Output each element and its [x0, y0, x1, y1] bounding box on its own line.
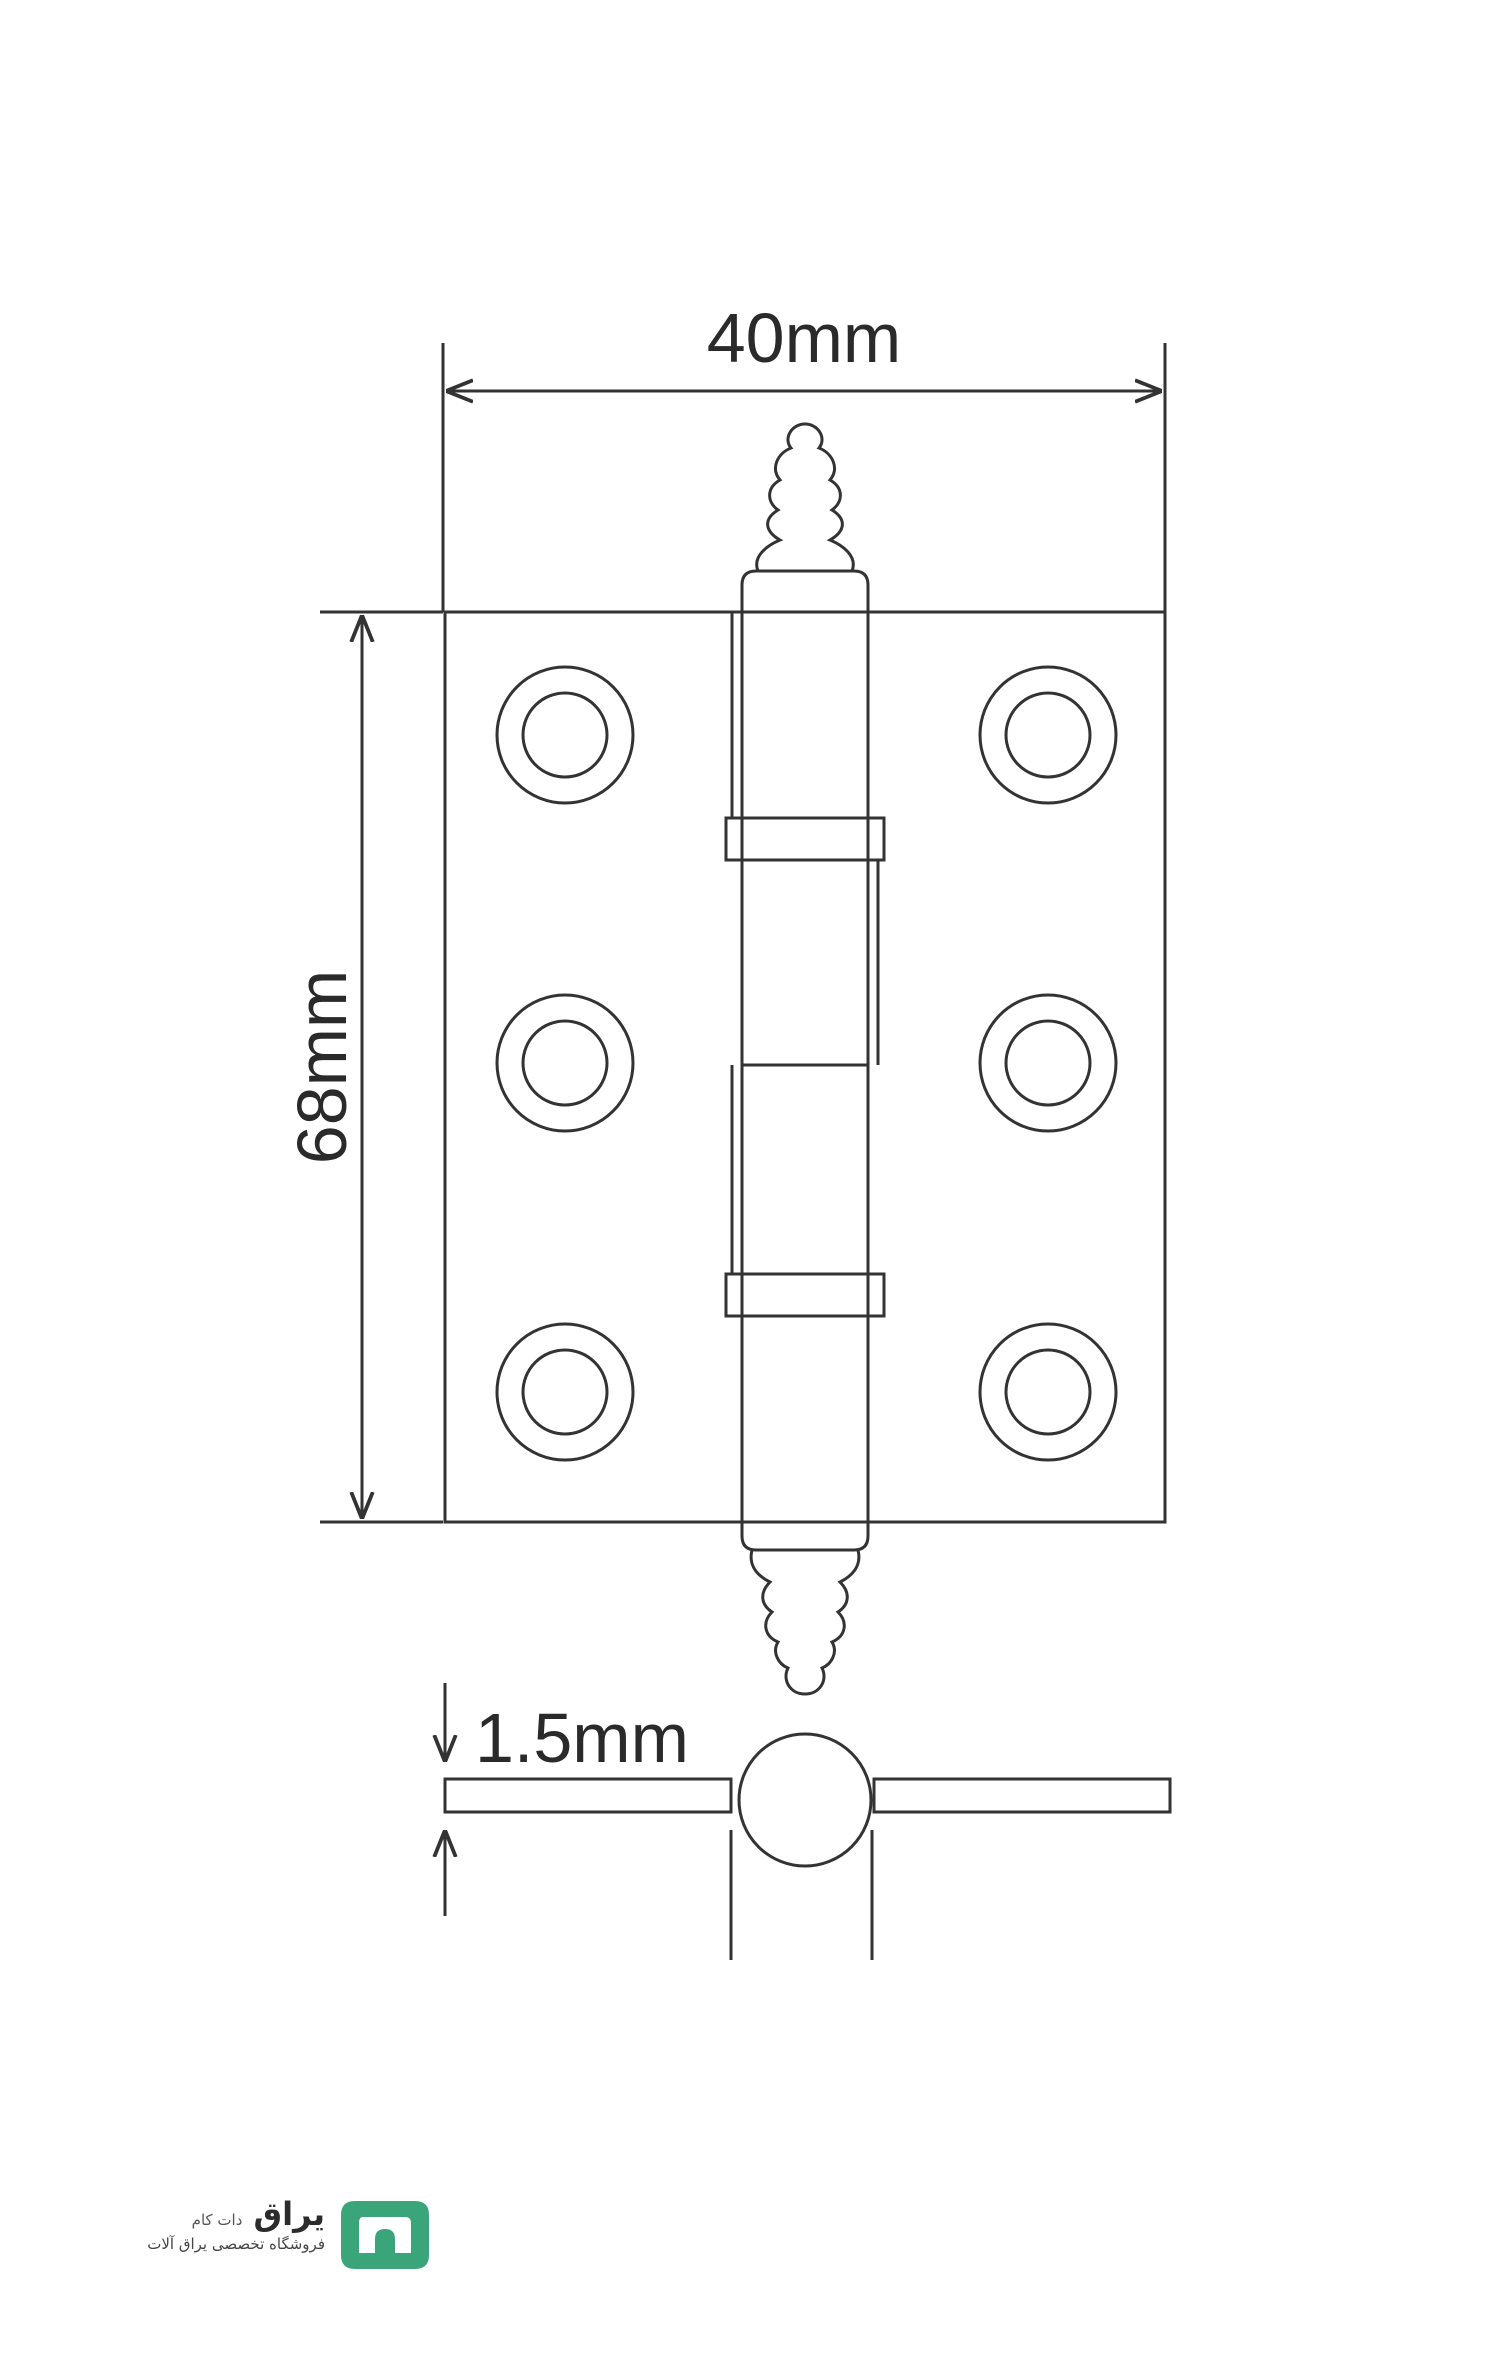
- hinge-front-view: [443, 422, 1167, 1696]
- keyhole-logo-icon: [341, 2201, 429, 2269]
- width-label: 40mm: [707, 299, 901, 377]
- knuckle-band-lower: [724, 1272, 886, 1318]
- height-dimension: [320, 610, 443, 1524]
- knuckle-band-upper: [724, 816, 886, 862]
- brand-logo: یراق دات کام فروشگاه تخصصی یراق آلات: [100, 2195, 435, 2275]
- bottom-finial-icon: [749, 1549, 861, 1696]
- screw-hole-right-top: [978, 665, 1118, 805]
- screw-hole-right-bottom: [978, 1322, 1118, 1462]
- screw-hole-left-top: [495, 665, 635, 805]
- hinge-section-view: [443, 1732, 1172, 1960]
- brand-text: یراق دات کام فروشگاه تخصصی یراق آلات: [147, 2195, 325, 2253]
- brand-suffix: دات کام: [191, 2211, 243, 2229]
- width-dimension: [441, 343, 1167, 612]
- brand-name: یراق: [253, 2195, 326, 2233]
- thickness-label: 1.5mm: [475, 1699, 689, 1777]
- brand-tagline: فروشگاه تخصصی یراق آلات: [147, 2235, 325, 2253]
- height-label: 68mm: [283, 970, 361, 1164]
- screw-hole-right-middle: [978, 993, 1118, 1133]
- screw-hole-left-bottom: [495, 1322, 635, 1462]
- top-finial-icon: [755, 422, 855, 572]
- screw-hole-left-middle: [495, 993, 635, 1133]
